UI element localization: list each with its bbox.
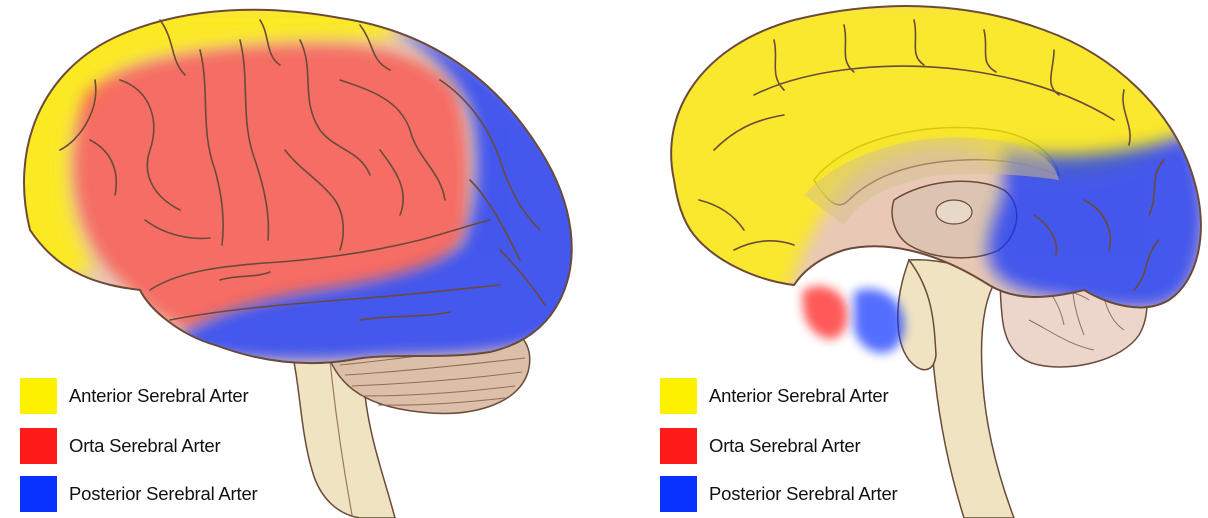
- anterior-swatch: [20, 378, 57, 414]
- medial-legend-posterior: Posterior Serebral Arter: [660, 476, 980, 512]
- lateral-legend-anterior: Anterior Serebral Arter: [20, 378, 340, 414]
- medial-legend-middle: Orta Serebral Arter: [660, 428, 980, 464]
- lateral-brain-panel: Anterior Serebral Arter Orta Serebral Ar…: [0, 0, 604, 518]
- middle-swatch: [660, 428, 697, 464]
- legend-label-middle: Orta Serebral Arter: [69, 435, 220, 457]
- medial-legend: Anterior Serebral Arter Orta Serebral Ar…: [660, 378, 980, 508]
- legend-label-middle: Orta Serebral Arter: [709, 435, 860, 457]
- medial-middle-territory: [802, 286, 848, 339]
- middle-swatch: [20, 428, 57, 464]
- legend-label-posterior: Posterior Serebral Arter: [709, 483, 898, 505]
- legend-label-posterior: Posterior Serebral Arter: [69, 483, 258, 505]
- posterior-swatch: [660, 476, 697, 512]
- legend-label-anterior: Anterior Serebral Arter: [709, 385, 888, 407]
- anterior-swatch: [660, 378, 697, 414]
- posterior-swatch: [20, 476, 57, 512]
- interthalamic-adhesion: [936, 200, 972, 224]
- lateral-legend-middle: Orta Serebral Arter: [20, 428, 340, 464]
- lateral-legend: Anterior Serebral Arter Orta Serebral Ar…: [20, 378, 340, 508]
- legend-label-anterior: Anterior Serebral Arter: [69, 385, 248, 407]
- medial-temporal-posterior-territory: [854, 289, 904, 353]
- lateral-legend-posterior: Posterior Serebral Arter: [20, 476, 340, 512]
- medial-brain-panel: Anterior Serebral Arter Orta Serebral Ar…: [604, 0, 1208, 518]
- medial-legend-anterior: Anterior Serebral Arter: [660, 378, 980, 414]
